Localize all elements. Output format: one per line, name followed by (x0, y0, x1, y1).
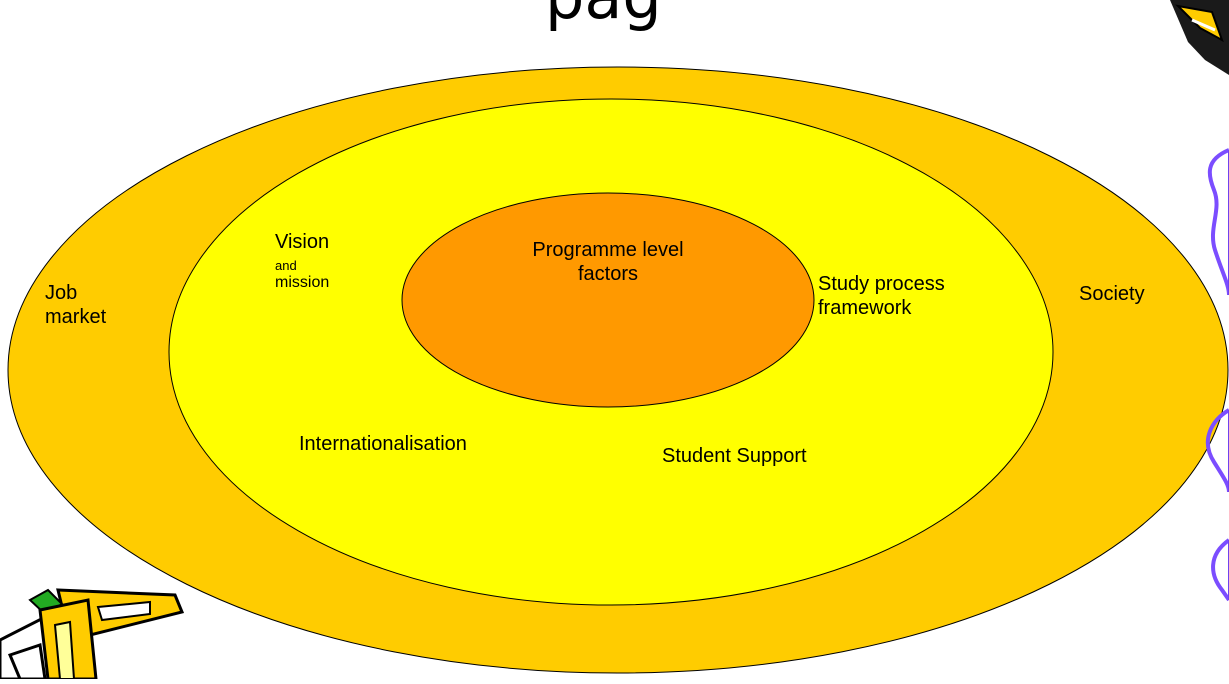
core-line2: factors (577, 263, 639, 285)
job-label-line2: market (45, 306, 107, 328)
vision-label: Vision and mission (275, 230, 329, 292)
vision-mission: mission (275, 274, 330, 291)
internationalisation-label: Internationalisation (299, 433, 467, 455)
pencil-icon (0, 588, 185, 681)
study-line1: Study process (818, 273, 945, 295)
vision-line1: Vision (275, 231, 330, 253)
pen-nib-icon (1170, 0, 1229, 75)
core-ellipse (401, 192, 815, 408)
programme-level-label: Programme level factors (508, 238, 708, 286)
vision-and: and (275, 258, 297, 273)
study-process-label: Study process framework (818, 272, 945, 320)
society-label: Society (1079, 283, 1145, 305)
student-support-label: Student Support (662, 445, 807, 467)
job-label-line1: Job (45, 282, 78, 304)
purple-swirl (1205, 148, 1229, 602)
core-line1: Programme level (532, 239, 684, 261)
title-fragment: pag (545, 0, 662, 28)
study-line2: framework (818, 297, 912, 319)
job-market-label: Job market (45, 281, 106, 329)
